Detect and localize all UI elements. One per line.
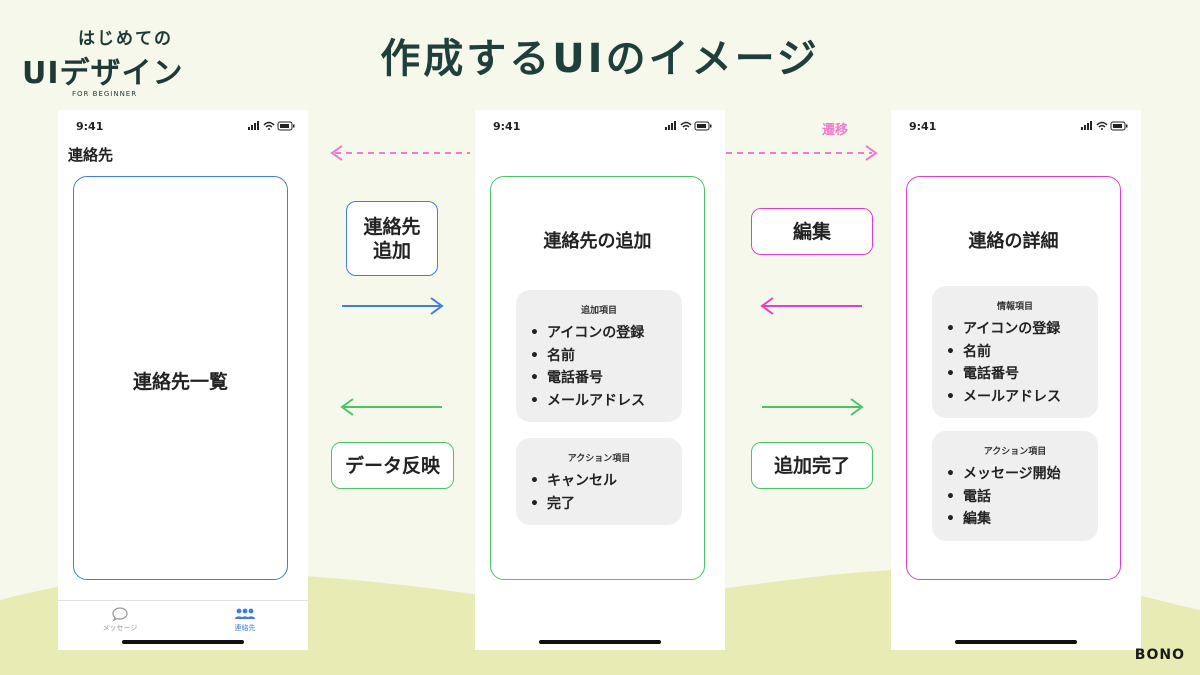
list-item: 完了	[530, 493, 682, 516]
screen-title: 連絡先	[68, 146, 114, 164]
add-complete-action: 追加完了	[751, 442, 873, 489]
list-item: メールアドレス	[946, 386, 1098, 409]
contact-list-label: 連絡先一覧	[132, 371, 228, 393]
chat-bubble-icon	[112, 607, 128, 621]
list-item: メッセージ開始	[946, 463, 1098, 486]
add-actions-title: アクション項目	[567, 454, 631, 464]
logo-main: UIデザイン	[22, 56, 184, 91]
list-item: 電話	[946, 486, 1098, 509]
detail-actions-list: メッセージ開始 電話 編集	[946, 463, 1098, 531]
info-fields-card: 情報項目 アイコンの登録 名前 電話番号 メールアドレス	[932, 286, 1098, 418]
phone-add-contact: 9:41 連絡先の追加 追加項目 アイコンの登録 名前 電話番号 メールアドレス…	[475, 110, 725, 650]
data-reflect-action: データ反映	[331, 442, 454, 489]
status-icons	[665, 121, 712, 131]
tab-messages-label: メッセージ	[102, 624, 138, 632]
add-fields-card: 追加項目 アイコンの登録 名前 電話番号 メールアドレス	[516, 290, 682, 422]
add-contact-action-line2: 追加	[372, 239, 411, 262]
phone-contact-list: 9:41 連絡先 連絡先一覧 メッセージ 連絡先	[58, 110, 308, 650]
info-fields-title: 情報項目	[996, 302, 1033, 312]
list-item: 名前	[946, 341, 1098, 364]
add-fields-title: 追加項目	[580, 306, 617, 316]
status-icons	[1081, 121, 1128, 131]
contact-detail-heading: 連絡の詳細	[968, 231, 1059, 252]
list-item: キャンセル	[530, 470, 682, 493]
add-actions-list: キャンセル 完了	[530, 470, 682, 515]
status-time: 9:41	[76, 120, 104, 133]
home-indicator	[122, 640, 244, 644]
transition-arrow-left-head	[330, 145, 343, 161]
status-icons	[248, 121, 295, 131]
logo-sub: はじめての	[78, 29, 173, 49]
phone-contact-detail: 9:41 連絡の詳細 情報項目 アイコンの登録 名前 電話番号 メールアドレス …	[891, 110, 1141, 650]
status-time: 9:41	[493, 120, 521, 133]
list-item: 電話番号	[946, 363, 1098, 386]
transition-label: 遷移	[822, 123, 849, 138]
tab-contacts-label: 連絡先	[234, 624, 256, 632]
page-title: 作成するUIのイメージ	[380, 36, 820, 82]
contact-detail-area: 連絡の詳細 情報項目 アイコンの登録 名前 電話番号 メールアドレス アクション…	[906, 176, 1121, 580]
list-item: 名前	[530, 345, 682, 368]
tab-bar: メッセージ 連絡先	[58, 600, 308, 650]
add-contact-heading: 連絡先の追加	[543, 231, 652, 252]
contact-list-area: 連絡先一覧	[73, 176, 288, 580]
status-time: 9:41	[909, 120, 937, 133]
list-item: アイコンの登録	[530, 322, 682, 345]
list-item: 編集	[946, 508, 1098, 531]
tab-contacts[interactable]: 連絡先	[195, 607, 295, 633]
people-icon	[235, 608, 255, 619]
list-item: アイコンの登録	[946, 318, 1098, 341]
add-actions-card: アクション項目 キャンセル 完了	[516, 438, 682, 525]
home-indicator	[539, 640, 661, 644]
detail-actions-title: アクション項目	[983, 447, 1047, 457]
list-item: メールアドレス	[530, 390, 682, 413]
home-indicator	[955, 640, 1077, 644]
add-contact-action: 連絡先 追加	[346, 201, 438, 276]
add-contact-action-line1: 連絡先	[363, 215, 421, 238]
transition-arrow-right-head	[865, 145, 878, 161]
edit-action: 編集	[751, 208, 873, 255]
add-contact-area: 連絡先の追加 追加項目 アイコンの登録 名前 電話番号 メールアドレス アクショ…	[490, 176, 705, 580]
add-fields-list: アイコンの登録 名前 電話番号 メールアドレス	[530, 322, 682, 412]
list-item: 電話番号	[530, 367, 682, 390]
info-fields-list: アイコンの登録 名前 電話番号 メールアドレス	[946, 318, 1098, 408]
detail-actions-card: アクション項目 メッセージ開始 電話 編集	[932, 431, 1098, 541]
brand-logo: BONO	[1134, 647, 1185, 663]
logo-tag: FOR BEGINNER	[72, 90, 138, 98]
tab-messages[interactable]: メッセージ	[70, 607, 170, 633]
